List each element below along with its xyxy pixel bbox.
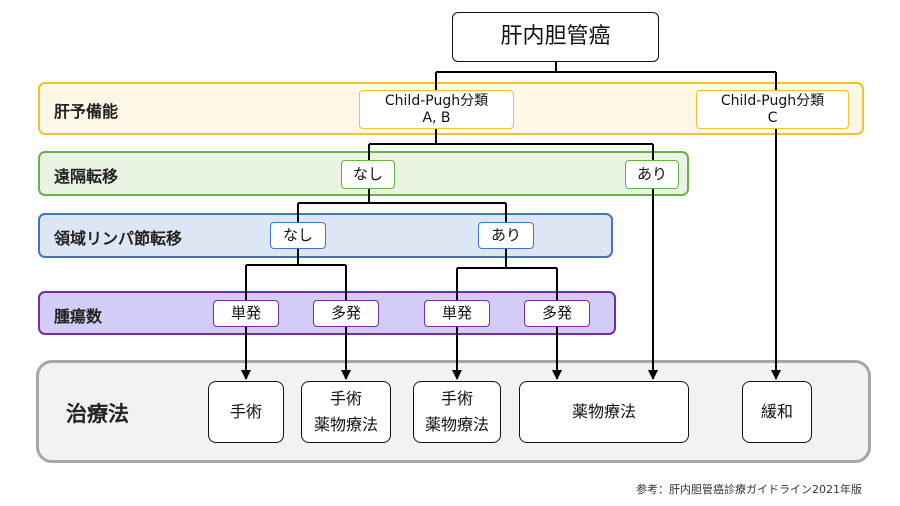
surgery-box: 手術	[208, 381, 284, 443]
title-text: 肝内胆管癌	[500, 24, 611, 50]
lymph-none-box: なし	[270, 222, 326, 249]
drug-therapy-box: 薬物療法	[519, 381, 689, 443]
treatment-label: 治療法	[66, 402, 129, 426]
palliative-text: 緩和	[760, 402, 793, 422]
surgery-drug-box-1: 手術 薬物療法	[301, 381, 391, 443]
surgery-drug-2-line1: 手術	[440, 389, 473, 409]
reference-note: 参考：肝内胆管癌診療ガイドライン2021年版	[636, 483, 862, 496]
drug-therapy-text: 薬物療法	[571, 402, 636, 422]
child-pugh-ab-line2: A, B	[422, 109, 451, 126]
metastasis-present-box: あり	[625, 160, 679, 189]
distant-metastasis-label: 遠隔転移	[54, 167, 119, 186]
surgery-drug-1-line2: 薬物療法	[313, 415, 378, 434]
lymph-node-label: 領域リンパ節転移	[54, 229, 183, 248]
surgery-drug-1-line1: 手術	[329, 389, 362, 409]
child-pugh-ab-line1: Child-Pugh分類	[384, 93, 489, 110]
metastasis-none-box: なし	[341, 160, 395, 189]
surgery-drug-box-2: 手術 薬物療法	[413, 381, 501, 443]
surgery-text: 手術	[229, 402, 262, 422]
multiple-tumor-box-2: 多発	[524, 300, 590, 327]
tumor-count-label: 腫瘍数	[54, 307, 103, 326]
palliative-box: 緩和	[742, 381, 812, 443]
liver-function-label: 肝予備能	[54, 102, 119, 121]
child-pugh-c-line2: C	[767, 109, 778, 126]
lymph-present-box: あり	[478, 222, 534, 249]
title-box: 肝内胆管癌	[452, 12, 659, 62]
single-tumor-box-2: 単発	[424, 300, 490, 327]
single-tumor-box-1: 単発	[213, 300, 279, 327]
child-pugh-c-box: Child-Pugh分類 C	[696, 90, 849, 129]
child-pugh-ab-box: Child-Pugh分類 A, B	[359, 90, 514, 129]
multiple-tumor-box-1: 多発	[313, 300, 379, 327]
surgery-drug-2-line2: 薬物療法	[424, 415, 489, 434]
child-pugh-c-line1: Child-Pugh分類	[720, 93, 825, 110]
